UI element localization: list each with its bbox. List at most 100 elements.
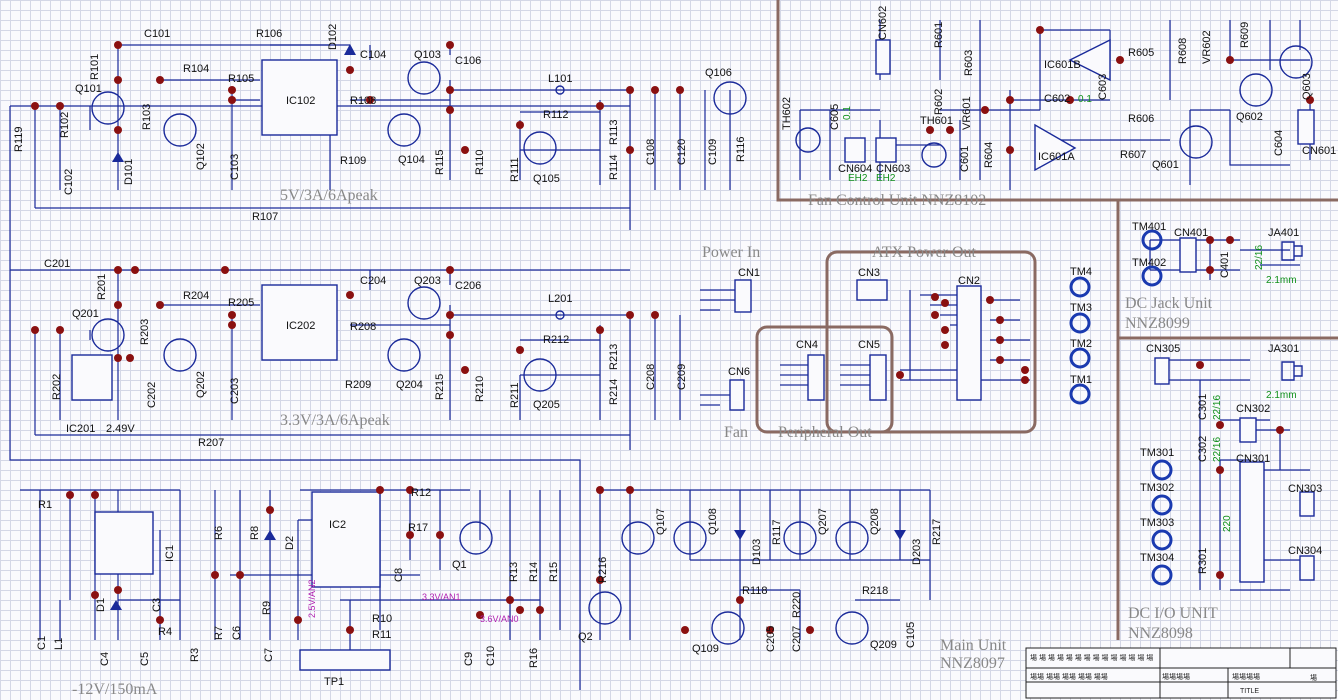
- tm1-terminal: [1069, 383, 1091, 405]
- ja301-symbol: [1281, 361, 1303, 381]
- ref-d101: D101: [123, 159, 135, 185]
- ref-ic201: IC201: [66, 423, 95, 435]
- block-labels: 5V/3A/6Apeak 3.3V/3A/6Apeak -12V/150mA F…: [72, 187, 1218, 698]
- ref-cn401: CN401: [1174, 227, 1208, 239]
- label-dc-jack-unit: DC Jack Unit: [1125, 295, 1213, 312]
- ref-r11: R11: [372, 629, 391, 641]
- q2-symbol: [588, 591, 622, 625]
- ref-r216: R216: [597, 557, 609, 583]
- cn603-body: [875, 137, 897, 163]
- cn604-body: [844, 137, 866, 163]
- tb-title: TITLE: [1240, 688, 1259, 695]
- components: [71, 38, 1315, 671]
- tm2-terminal: [1069, 347, 1091, 369]
- ref-cn3: CN3: [858, 267, 880, 279]
- label-fan-control-unit: Fan Control Unit NNZ8102: [808, 192, 986, 209]
- ref-r9: R9: [261, 601, 273, 615]
- ref-c202: C202: [146, 382, 158, 408]
- ref-c9: C9: [463, 652, 475, 666]
- th601-symbol: [921, 142, 947, 168]
- ref-l1: L1: [53, 638, 65, 650]
- ref-r109: R109: [340, 155, 366, 167]
- ref-q209: Q209: [870, 639, 897, 651]
- ref-d1: D1: [95, 598, 107, 612]
- ref-d2: D2: [284, 536, 296, 550]
- q102-symbol: [163, 113, 197, 147]
- label-jack-size-401: 2.1mm: [1266, 275, 1297, 286]
- tm303-terminal: [1151, 529, 1173, 551]
- ref-r3: R3: [189, 648, 201, 662]
- value-c605: 0.1: [842, 106, 853, 120]
- ref-r104: R104: [183, 63, 209, 75]
- ref-r102: R102: [59, 112, 71, 138]
- ref-cn302: CN302: [1236, 403, 1270, 415]
- ref-c204: C204: [360, 275, 386, 287]
- ref-c201: C201: [44, 258, 70, 270]
- tm4-terminal: [1069, 276, 1091, 298]
- cn2-body: [956, 285, 982, 401]
- ref-c105: C105: [905, 622, 917, 648]
- d1-symbol: [110, 600, 122, 610]
- ref-q601: Q601: [1152, 159, 1179, 171]
- unit-boundaries: [755, 0, 1338, 640]
- q106-symbol: [713, 81, 747, 115]
- tm401-terminal: [1141, 229, 1163, 251]
- ref-r4: R4: [158, 626, 172, 638]
- ic601a-symbol: [1034, 123, 1077, 172]
- ref-d203: D203: [911, 539, 923, 565]
- ref-r218: R218: [862, 585, 888, 597]
- label-2v49: 2.49V: [106, 423, 135, 435]
- ic201-body: [71, 354, 113, 401]
- ref-r207: R207: [198, 437, 224, 449]
- ref-r105: R105: [228, 73, 254, 85]
- ref-c209: C209: [676, 364, 688, 390]
- ref-tm4: TM4: [1070, 266, 1092, 278]
- ref-r217: R217: [931, 519, 943, 545]
- cn3-body: [856, 279, 888, 301]
- ref-tm2: TM2: [1070, 338, 1092, 350]
- label-dc-io-code: NNZ8098: [1128, 625, 1193, 642]
- peripheral-box: [755, 325, 894, 434]
- label-eh2-cn604: EH2: [848, 173, 868, 184]
- cn305-body: [1154, 357, 1170, 385]
- ref-r201: R201: [96, 274, 108, 300]
- ref-r609: R609: [1239, 22, 1251, 48]
- ref-tm402: TM402: [1132, 257, 1166, 269]
- tb-mark: 場: [1310, 673, 1317, 682]
- tb-cells-row2: 場場 場場 場場 場場 場場: [1030, 672, 1108, 681]
- tb-stamp-b: 場場場場: [1232, 672, 1260, 681]
- ref-c102: C102: [63, 169, 75, 195]
- ref-q106: Q106: [705, 67, 732, 79]
- ref-r202: R202: [51, 374, 63, 400]
- q202-symbol: [163, 338, 197, 372]
- ref-r8: R8: [249, 526, 261, 540]
- ref-r10: R10: [372, 613, 392, 625]
- ref-q104: Q104: [398, 154, 425, 166]
- label-dc-jack-code: NNZ8099: [1125, 315, 1190, 332]
- ref-ic102: IC102: [286, 95, 315, 107]
- ref-r603: R603: [963, 50, 975, 76]
- label-atx-power-out: ATX Power Out: [872, 244, 977, 261]
- ref-r606: R606: [1128, 113, 1154, 125]
- ref-q105: Q105: [533, 173, 560, 185]
- tm302-terminal: [1151, 494, 1173, 516]
- ref-q109: Q109: [692, 643, 719, 655]
- ref-q207: Q207: [817, 508, 829, 535]
- label-eh2-cn603: EH2: [876, 173, 896, 184]
- ref-ic202: IC202: [286, 320, 315, 332]
- ref-q107: Q107: [655, 508, 667, 535]
- label-power-in: Power In: [702, 244, 760, 261]
- ref-c3: C3: [151, 598, 163, 612]
- ref-r602: R602: [933, 89, 945, 115]
- ref-c5: C5: [139, 652, 151, 666]
- ref-q602: Q602: [1236, 111, 1263, 123]
- ref-r12: R12: [411, 487, 431, 499]
- ref-c10: C10: [485, 646, 497, 666]
- ref-ja301: JA301: [1268, 343, 1299, 355]
- ref-r111: R111: [509, 157, 521, 182]
- label-dc-io-unit: DC I/O UNIT: [1128, 605, 1218, 622]
- ref-ic1: IC1: [164, 545, 176, 562]
- label-33v-supply: 3.3V/3A/6Apeak: [280, 412, 390, 429]
- ref-c109: C109: [707, 139, 719, 165]
- ref-cn1: CN1: [738, 267, 760, 279]
